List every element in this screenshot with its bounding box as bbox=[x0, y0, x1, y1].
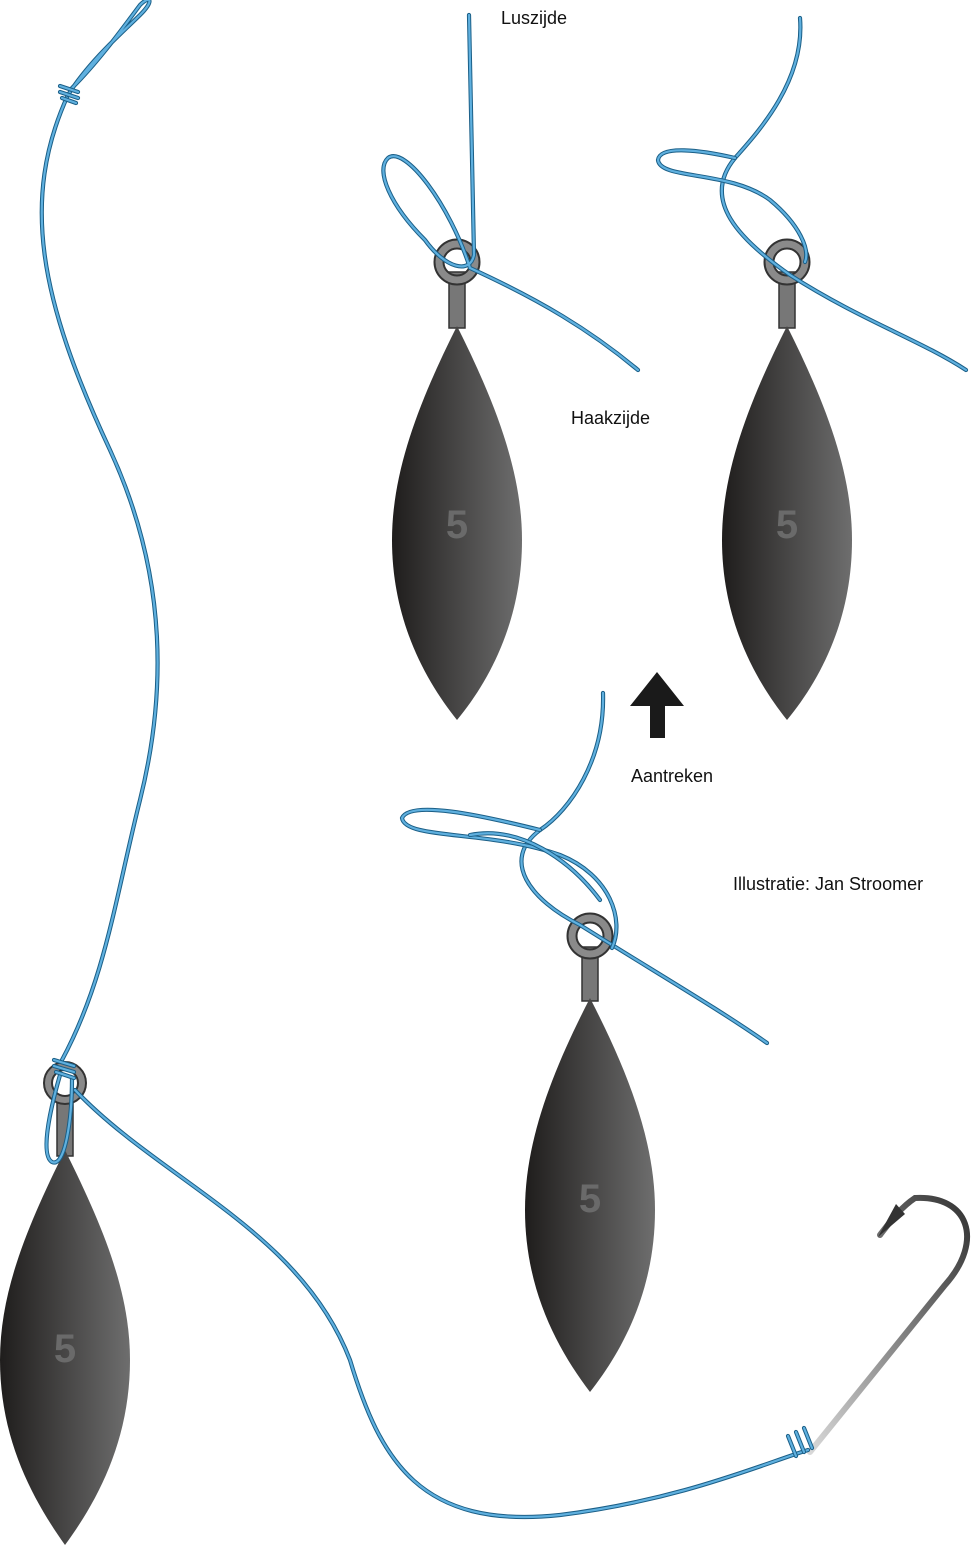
sinker-number: 5 bbox=[446, 503, 468, 547]
label-hook-side: Haakzijde bbox=[571, 408, 651, 428]
line-step-3 bbox=[399, 690, 770, 1046]
sinker-number: 5 bbox=[54, 1327, 76, 1371]
hook-barb bbox=[878, 1204, 905, 1237]
label-loop-side: Luszijde bbox=[501, 8, 568, 28]
sinker-body bbox=[722, 326, 852, 720]
hook bbox=[807, 1194, 971, 1455]
sinker-step-1: 5 bbox=[392, 238, 522, 720]
sinker-number: 5 bbox=[579, 1177, 601, 1221]
label-tighten: Aantreken bbox=[631, 766, 714, 786]
sinker-body bbox=[392, 326, 522, 720]
line-step-1 bbox=[381, 12, 641, 373]
line-final bbox=[39, 0, 815, 1520]
label-credit: Illustratie: Jan Stroomer bbox=[733, 874, 924, 894]
line-step-2 bbox=[655, 15, 969, 373]
hook-shank bbox=[807, 1194, 971, 1455]
sinker-final: 5 bbox=[0, 1061, 130, 1545]
arrow-up-icon bbox=[630, 672, 684, 738]
sinker-number: 5 bbox=[776, 503, 798, 547]
sinker-step-2: 5 bbox=[722, 238, 852, 720]
sinker-body bbox=[525, 998, 655, 1392]
sinker-step-3: 5 bbox=[525, 912, 655, 1392]
sinker-body bbox=[0, 1150, 130, 1545]
